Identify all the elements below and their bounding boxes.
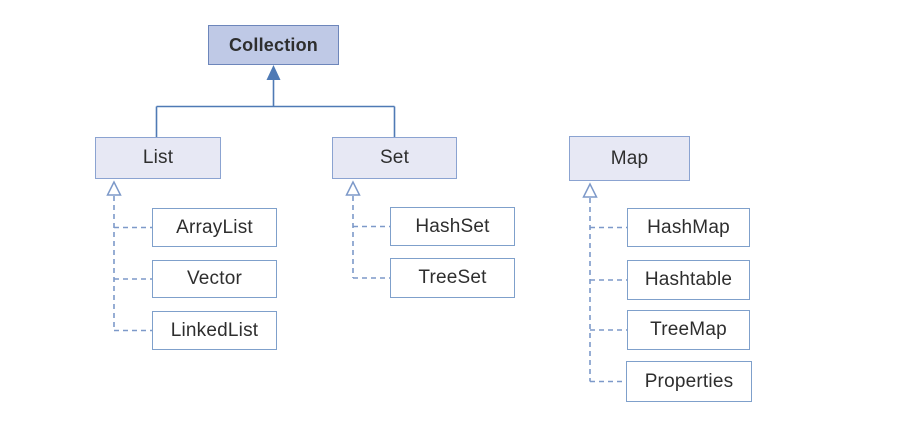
node-treemap: TreeMap — [627, 310, 750, 350]
node-label: Properties — [644, 370, 734, 392]
node-label: Map — [610, 147, 649, 169]
node-label: LinkedList — [170, 319, 259, 341]
node-label: HashMap — [647, 216, 730, 238]
node-label: TreeSet — [418, 267, 487, 288]
dashed-connector-map — [589, 198, 627, 383]
node-hashmap: HashMap — [627, 208, 750, 247]
hollow-arrowhead-icon — [582, 182, 598, 198]
dashed-connector-list — [113, 196, 152, 332]
node-hashtable: Hashtable — [627, 260, 750, 300]
node-map: Map — [569, 136, 690, 181]
node-label: Set — [379, 147, 410, 168]
node-set: Set — [332, 137, 457, 179]
node-label: TreeMap — [650, 319, 727, 340]
dashed-connector-set — [352, 196, 390, 279]
node-label: HashSet — [415, 215, 490, 237]
hollow-arrowhead-icon — [106, 180, 122, 196]
node-vector: Vector — [152, 260, 277, 298]
filled-arrowhead-icon — [266, 65, 281, 80]
solid-connector — [155, 65, 396, 138]
hollow-arrowhead-icon — [345, 180, 361, 196]
node-collection: Collection — [208, 25, 339, 65]
node-linkedlist: LinkedList — [152, 311, 277, 350]
node-label: Hashtable — [644, 269, 733, 290]
node-list: List — [95, 137, 221, 179]
node-properties: Properties — [626, 361, 752, 402]
node-label: Vector — [186, 268, 243, 289]
node-label: List — [142, 147, 174, 168]
node-hashset: HashSet — [390, 207, 515, 246]
node-label: Collection — [228, 34, 318, 55]
node-treeset: TreeSet — [390, 258, 515, 298]
node-arraylist: ArrayList — [152, 208, 277, 247]
node-label: ArrayList — [176, 216, 253, 238]
